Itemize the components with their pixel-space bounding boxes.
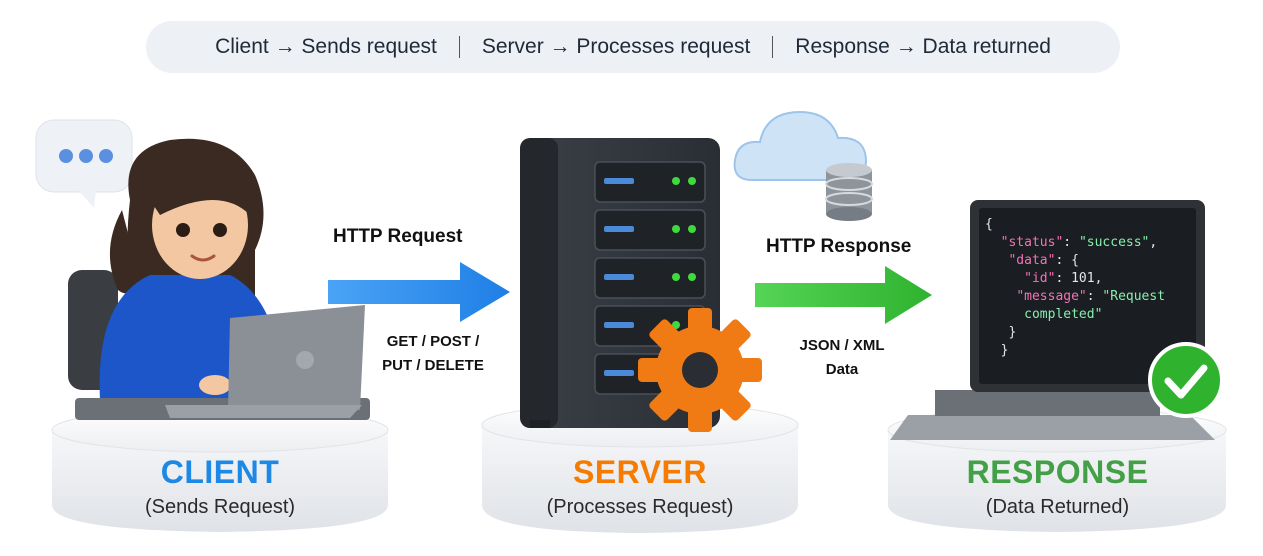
summary-bar: Client → Sends request Server → Processe…: [146, 21, 1120, 73]
response-title: RESPONSE: [966, 454, 1149, 490]
http-response-label: HTTP Response: [766, 236, 912, 257]
checkmark-icon: [1148, 342, 1224, 418]
divider: [458, 36, 460, 58]
format-line-1: JSON / XML: [799, 337, 885, 354]
divider: [772, 36, 774, 58]
response-arrow: [755, 266, 932, 324]
summary-client: Client → Sends request: [215, 35, 437, 58]
server-title: SERVER: [572, 454, 707, 490]
response-laptop-icon: [890, 200, 1215, 440]
response-subtitle: (Data Returned): [985, 496, 1130, 518]
person-icon: [68, 138, 285, 400]
database-icon: [825, 163, 873, 221]
http-methods-label: GET / POST / PUT / DELETE: [372, 330, 494, 378]
gear-icon: [638, 308, 762, 432]
methods-line-2: PUT / DELETE: [382, 357, 484, 374]
laptop-icon: [75, 305, 370, 420]
summary-server: Server → Processes request: [481, 35, 751, 58]
format-line-2: Data: [825, 361, 859, 378]
chat-bubble-icon: [35, 119, 133, 208]
json-code-display: { "status": "success", "data": { "id": 1…: [985, 217, 1166, 358]
server-subtitle: (Processes Request): [546, 496, 734, 518]
request-arrow: [328, 262, 510, 322]
data-format-label: JSON / XML Data: [782, 334, 902, 382]
http-request-label: HTTP Request: [333, 226, 463, 247]
summary-response: Response → Data returned: [795, 35, 1051, 58]
methods-line-1: GET / POST /: [386, 333, 480, 350]
client-title: CLIENT: [160, 454, 280, 490]
cloud-icon: [733, 110, 868, 181]
client-subtitle: (Sends Request): [144, 496, 296, 518]
